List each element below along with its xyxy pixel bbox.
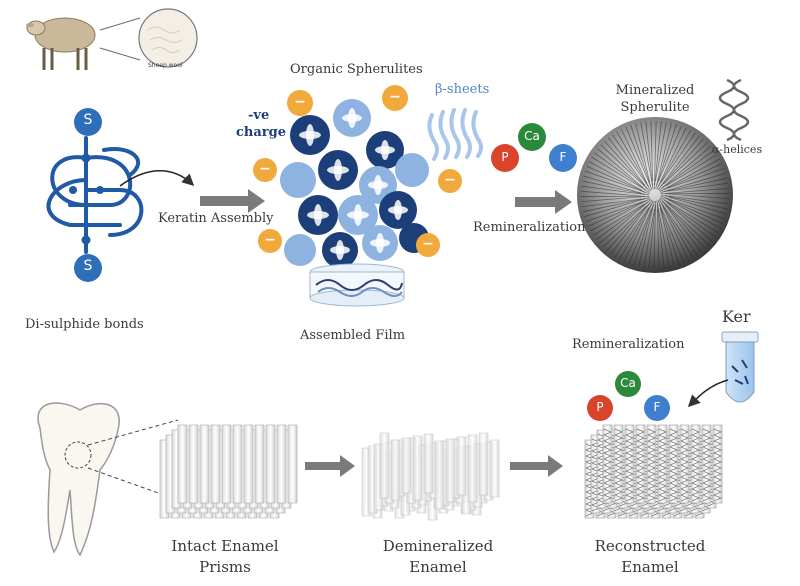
negative-sign: − (259, 161, 271, 177)
process-arrow-3 (305, 455, 355, 477)
ion-fluorine-top (549, 144, 577, 172)
reconstructed-label-line2: Enamel (621, 558, 679, 576)
keratin-tube (721, 331, 759, 403)
charge-label-line1: -ve (248, 108, 270, 123)
mineralized-label-line1: Mineralized (615, 83, 695, 98)
zoom-line (99, 17, 141, 31)
ion-f-label-top: F (559, 150, 567, 164)
ion-calcium-bottom (615, 371, 641, 397)
sulfur-symbol-bottom: S (83, 258, 93, 274)
negative-sign: − (264, 232, 276, 248)
sulfur-atom-top (74, 108, 102, 136)
negative-sign: − (422, 236, 434, 252)
remineralization-label-bottom: Remineralization (572, 337, 685, 352)
demineralized-label-line1: Demineralized (382, 537, 494, 555)
organic-spherulites-label: Organic Spherulites (290, 62, 423, 77)
intact-label-line2: Prisms (199, 558, 251, 576)
reconstructed-label-line1: Reconstructed (594, 537, 706, 555)
remineralization-label-top: Remineralization (473, 220, 586, 235)
negative-charges (253, 85, 462, 257)
alpha-helices-label: α-helices (712, 143, 763, 156)
charge-label-line2: charge (236, 125, 287, 140)
keratin-nodes (69, 153, 104, 245)
spherulite-petals (299, 108, 408, 260)
ion-phosphorus-bottom (587, 395, 613, 421)
ion-phosphorus-top (491, 144, 519, 172)
negative-sign: − (389, 89, 401, 105)
assembled-film-dish (309, 263, 405, 307)
zoom-line (99, 47, 141, 61)
process-arrow-2 (515, 190, 572, 214)
intact-enamel-prisms (159, 424, 298, 519)
ion-p-label-top: P (501, 150, 509, 164)
demineralized-label-line2: Enamel (409, 558, 467, 576)
sulfur-symbol-top: S (83, 112, 93, 128)
sulfur-atom-bottom (74, 254, 102, 282)
ion-p-label-bottom: P (596, 400, 604, 414)
process-arrow-4 (510, 455, 563, 477)
beta-sheets-label: β-sheets (435, 82, 490, 97)
ker-label: Ker (722, 307, 751, 326)
intact-label-line1: Intact Enamel (171, 537, 279, 555)
negative-sign: − (294, 94, 306, 110)
curved-arrow (119, 170, 195, 187)
ion-ca-label-top: Ca (524, 129, 540, 143)
assembled-film-label: Assembled Film (300, 328, 406, 343)
ion-f-label-bottom: F (653, 400, 661, 414)
tube-arrow (687, 379, 729, 408)
mineralized-label-line2: Spherulite (620, 100, 690, 115)
ion-fluorine-bottom (644, 395, 670, 421)
disulphide-label: Di-sulphide bonds (25, 317, 144, 332)
keratin-chain (46, 136, 144, 254)
ion-ca-label-bottom: Ca (620, 376, 636, 390)
beta-sheets-icon (427, 108, 483, 161)
demineralized-enamel-prisms (361, 432, 500, 521)
keratin-assembly-label: Keratin Assembly (158, 211, 274, 226)
reconstructed-enamel-prisms (584, 424, 723, 519)
alpha-helices-icon (718, 78, 750, 142)
tooth-illustration (37, 402, 120, 557)
ion-calcium-top (518, 123, 546, 151)
sheep-illustration (26, 17, 96, 70)
negative-sign: − (444, 172, 456, 188)
mineralized-spherulite (577, 117, 733, 273)
process-arrow-1 (200, 189, 265, 213)
zoom-line (87, 419, 179, 446)
sheep-wool-caption: Sheep wool (148, 62, 183, 69)
wool-zoom-circle (138, 8, 198, 68)
